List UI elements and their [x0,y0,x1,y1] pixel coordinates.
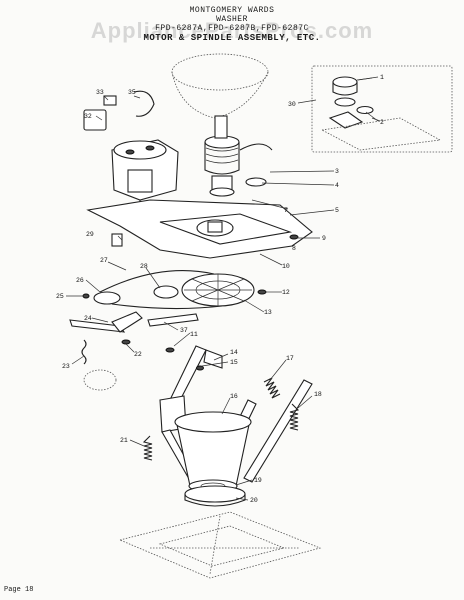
callout-30: 30 [288,101,296,108]
header-brand: MONTGOMERY WARDS [189,6,275,15]
callout-16: 16 [230,393,238,400]
callout-21: 21 [120,437,128,444]
callout-10: 10 [282,263,290,270]
seal-kit-inset [311,65,453,153]
callout-29: 29 [86,231,94,238]
callout-18: 18 [314,391,322,398]
callout-3: 3 [335,168,339,175]
header-models: FPD-6287A,FPD-6287B,FPD-6287C [155,24,309,33]
callout-19: 19 [254,477,262,484]
callout-20: 20 [250,497,258,504]
callout-37: 37 [180,327,188,334]
callout-23: 23 [62,363,70,370]
callout-8: 8 [292,245,296,252]
callout-33: 33 [96,89,104,96]
callout-27: 27 [100,257,108,264]
callout-2: 2 [380,119,384,126]
callout-9: 9 [322,235,326,242]
callout-25: 25 [56,293,64,300]
page-number: Page 18 [4,586,34,594]
clutch-lever-linkage [69,311,199,391]
callout-7: 7 [284,207,288,214]
callout-26: 26 [76,277,84,284]
watermark: AppliancePartsPros.com [90,18,374,43]
callout-1: 1 [380,74,384,81]
callout-12: 12 [282,289,290,296]
header-section-title: MOTOR & SPINDLE ASSEMBLY, ETC. [143,33,321,43]
drive-belt-and-pulleys [82,233,267,310]
callout-4: 4 [335,182,339,189]
callout-leaders [66,76,379,501]
base-pad-ghost [118,511,322,579]
callout-11: 11 [190,331,198,338]
callout-28: 28 [140,263,148,270]
callout-15: 15 [230,359,238,366]
callout-22: 22 [134,351,142,358]
drive-motor [83,90,179,212]
callout-32: 32 [84,113,92,120]
suspension-springs [142,377,300,461]
header-product: WASHER [216,15,248,24]
callout-13: 13 [264,309,272,316]
callout-24: 24 [84,315,92,322]
motor-base-plate [86,199,313,259]
callout-14: 14 [230,349,238,356]
callout-17: 17 [286,355,294,362]
callout-35: 35 [128,89,136,96]
callout-5: 5 [335,207,339,214]
spindle-housing [204,115,273,197]
damper-cone-assembly [174,411,252,507]
callout-numbers: 1 2 3 4 5 7 8 9 10 11 12 13 14 15 16 17 … [56,74,384,504]
